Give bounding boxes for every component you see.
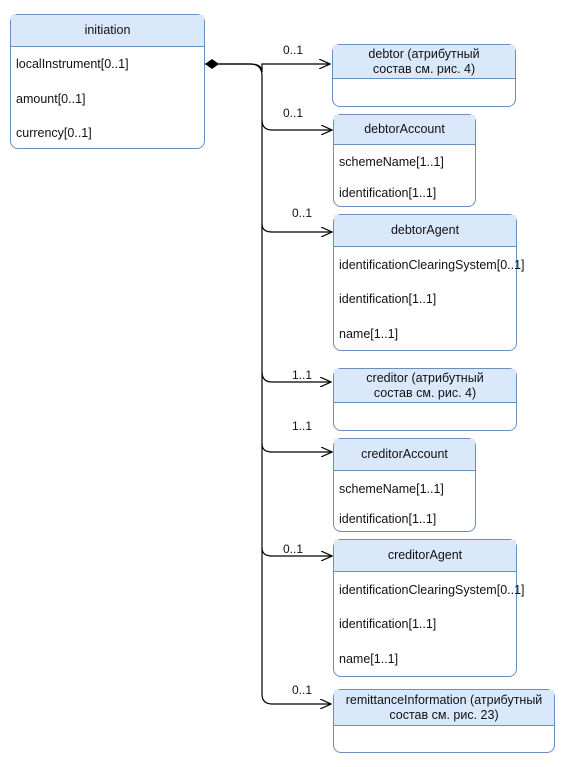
class-title-note: состав см. рис. 23) [389,707,499,722]
attribute: schemeName[1..1] [339,482,444,496]
attribute: schemeName[1..1] [339,155,444,169]
connector-debtor-agent [261,223,332,232]
class-header: debtorAgent [334,215,516,247]
composition-diamond [205,59,219,69]
class-header: remittanceInformation (атрибутный состав… [334,690,554,726]
attribute: identification[1..1] [339,617,437,631]
class-creditor-agent: creditorAgent identificationClearingSyst… [333,539,525,677]
class-title-note: состав см. рис. 4) [372,61,476,76]
class-debtor-account: debtorAccount schemeName[1..1] identific… [333,114,476,207]
class-title: debtorAccount [364,122,445,136]
class-header: initiation [11,15,204,47]
attribute: amount[0..1] [16,92,86,106]
attribute: identification[1..1] [339,512,437,526]
connector-debtor-account [261,119,332,130]
class-title: debtorAgent [390,223,460,237]
class-title: creditorAccount [361,447,448,461]
connector-creditor [261,371,331,382]
class-creditor: creditor (атрибутный состав см. рис. 4) [333,368,517,431]
attribute: name[1..1] [339,327,399,341]
connector-debtor [219,64,330,73]
class-header: debtorAccount [334,115,475,145]
class-header: creditorAccount [334,439,475,471]
class-debtor: debtor (атрибутный состав см. рис. 4) [332,44,516,107]
connector-remittance [261,693,331,704]
connector-creditor-agent [261,547,332,556]
attribute: identification[1..1] [339,186,437,200]
class-initiation: initiation localInstrument[0..1] amount[… [10,14,205,149]
class-remittance-information: remittanceInformation (атрибутный состав… [333,689,555,753]
class-title-note: состав см. рис. 4) [373,385,477,400]
multiplicity-creditor-agent: 0..1 [283,542,304,556]
multiplicity-creditor: 1..1 [292,368,313,382]
class-title: initiation [84,23,131,37]
multiplicity-debtor: 0..1 [283,43,304,57]
class-title: remittanceInformation (атрибутный [345,692,543,707]
class-title: creditorAgent [387,548,463,562]
multiplicity-creditor-account: 1..1 [292,419,313,433]
attribute: identification[1..1] [339,292,437,306]
class-title: debtor (атрибутный [368,46,480,61]
connector-creditor-account [261,443,332,452]
class-debtor-agent: debtorAgent identificationClearingSystem… [333,214,525,351]
class-creditor-account: creditorAccount schemeName[1..1] identif… [333,438,476,532]
attribute: identificationClearingSystem[0..1] [339,583,525,597]
connector-trunk [249,63,263,694]
attribute: identificationClearingSystem[0..1] [339,258,525,272]
multiplicity-debtor-agent: 0..1 [292,206,313,220]
class-header: creditorAgent [334,540,516,572]
attribute: currency[0..1] [16,126,92,140]
multiplicity-debtor-account: 0..1 [283,106,304,120]
attribute: name[1..1] [339,652,399,666]
class-title: creditor (атрибутный [366,370,484,385]
class-header: debtor (атрибутный состав см. рис. 4) [333,45,515,79]
class-header: creditor (атрибутный состав см. рис. 4) [334,369,516,403]
attribute: localInstrument[0..1] [16,57,129,71]
multiplicity-remittance: 0..1 [292,683,313,697]
